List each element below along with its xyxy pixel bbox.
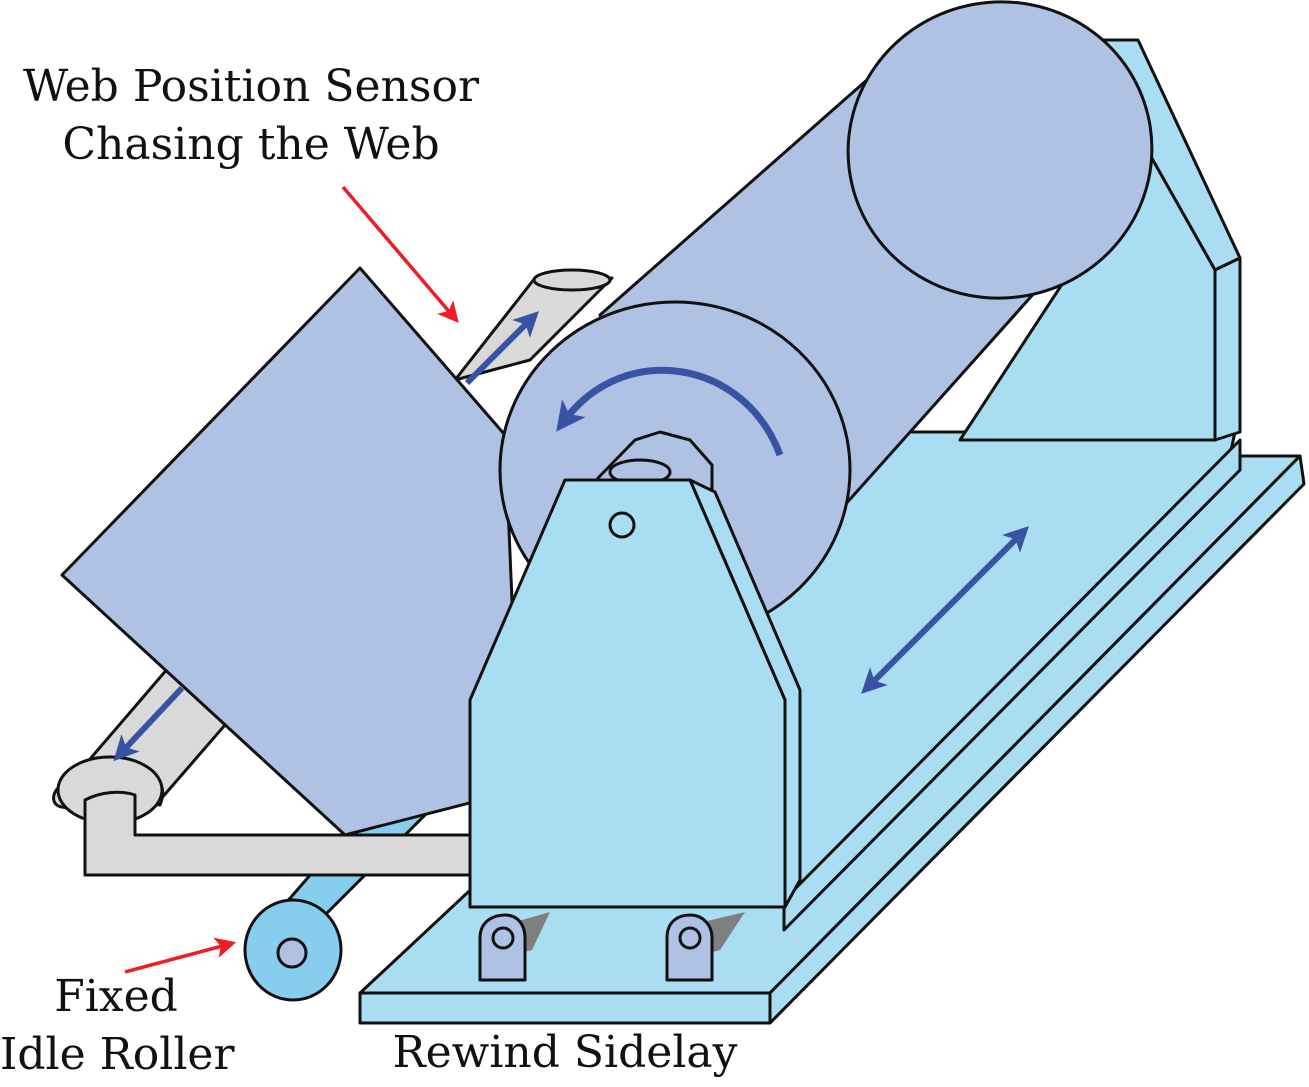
idle-label-line2: Idle Roller xyxy=(0,1029,235,1080)
idle-callout-arrow-icon xyxy=(124,937,237,974)
sensor-bracket xyxy=(52,755,502,877)
sensor-callout-arrow-icon xyxy=(341,185,459,323)
motion-arrows xyxy=(113,311,1029,762)
sensor-down-arrow-icon xyxy=(113,685,185,762)
idle-label-line1: Fixed xyxy=(54,971,178,1022)
sensor-up-arrow-icon xyxy=(464,311,539,386)
feet xyxy=(478,912,745,982)
callout-arrows xyxy=(124,185,459,974)
rewind-sidelay-label: Rewind Sidelay xyxy=(392,1027,738,1078)
fixed-idle-roller-label: Fixed Idle Roller xyxy=(0,968,235,1084)
web-position-sensor-label: Web Position Sensor Chasing the Web xyxy=(0,58,502,174)
sensor-label-line2: Chasing the Web xyxy=(62,119,440,170)
rotation-arrow-icon xyxy=(556,366,784,457)
pedestal xyxy=(468,478,802,909)
sensor-label-line1: Web Position Sensor xyxy=(23,61,479,112)
traverse-arrow-icon xyxy=(861,526,1029,694)
